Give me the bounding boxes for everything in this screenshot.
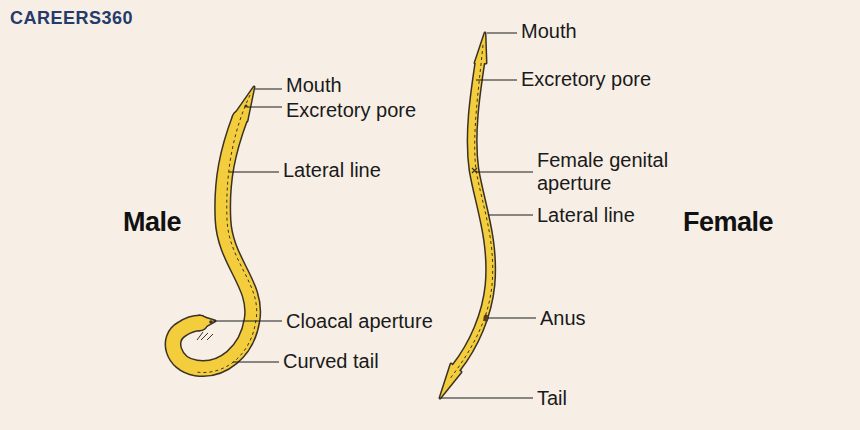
female-worm: [440, 33, 493, 398]
male-worm: [173, 87, 257, 373]
sex-label: Male: [123, 211, 181, 234]
part-label: Lateral line: [283, 159, 381, 182]
part-label: Anus: [540, 307, 586, 330]
part-label: Cloacal aperture: [286, 310, 433, 333]
part-label: Excretory pore: [521, 68, 651, 91]
part-label: Lateral line: [537, 204, 635, 227]
part-label: Female genital aperture: [537, 149, 697, 195]
part-label: Mouth: [521, 20, 577, 43]
logo-watermark: CAREERS360: [10, 7, 133, 30]
part-label: Curved tail: [283, 350, 379, 373]
part-label: Excretory pore: [286, 99, 416, 122]
part-label: Mouth: [286, 74, 342, 97]
leader-lines: [213, 33, 536, 398]
sex-label: Female: [683, 211, 773, 234]
part-label: Tail: [537, 387, 567, 410]
